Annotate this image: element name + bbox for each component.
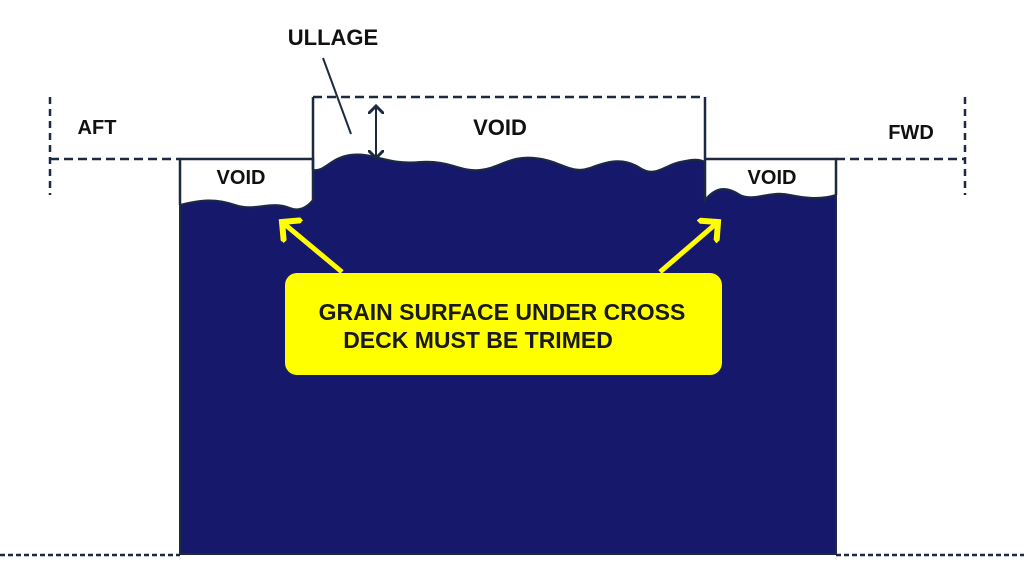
- ullage-leader-line: [322, 57, 352, 135]
- void-center-label: VOID: [473, 115, 527, 140]
- void-right-label: VOID: [748, 167, 797, 189]
- callout-box: [285, 273, 722, 375]
- ullage-label: ULLAGE: [288, 25, 378, 50]
- callout-arrow-right: [658, 222, 718, 274]
- callout-line-1: GRAIN SURFACE UNDER CROSS: [319, 299, 686, 325]
- callout-line-2: DECK MUST BE TRIMED: [343, 327, 613, 353]
- left-void-outline: [178, 157, 315, 205]
- callout-arrow-left: [282, 222, 344, 274]
- hatch-coaming: [311, 97, 707, 200]
- aft-label: AFT: [78, 117, 117, 139]
- void-left-label: VOID: [217, 167, 266, 189]
- fwd-label: FWD: [888, 122, 934, 144]
